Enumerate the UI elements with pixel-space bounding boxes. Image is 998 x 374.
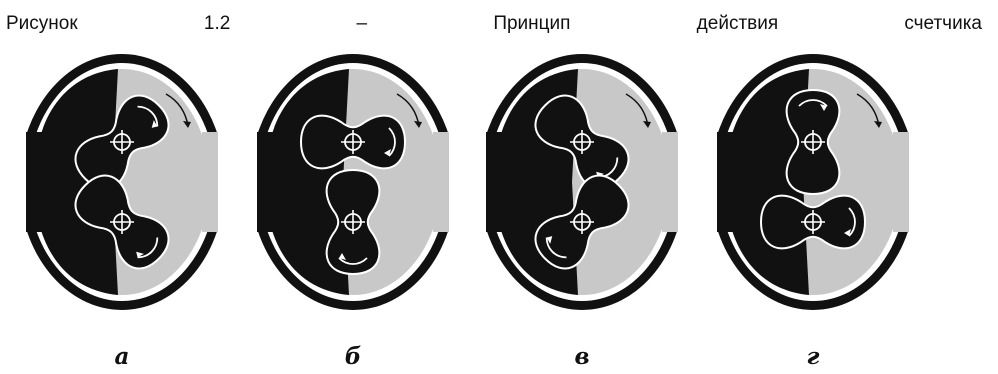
caption-dash: – [356, 13, 368, 34]
figure-label-4: г [807, 343, 820, 370]
chamber-arrow-head [414, 121, 422, 128]
arrow-head [384, 149, 391, 156]
meter-diagram-4 [707, 54, 919, 310]
arrow-head [151, 120, 158, 128]
shaft-icon [570, 130, 594, 154]
shaft-icon [570, 210, 594, 234]
inlet-flange [247, 126, 257, 238]
shaft-icon [801, 130, 825, 154]
figure-caption: Рисунок 1.2 – Принцип действия счетчика [6, 12, 982, 36]
flow-arrow [137, 237, 159, 259]
chamber-arrow-head [183, 121, 191, 128]
flow-arrow [798, 99, 828, 107]
shaft-icon [341, 130, 365, 154]
caption-number: 1.2 [203, 13, 231, 34]
shaft-icon [110, 210, 134, 234]
meter-diagram-1 [16, 54, 228, 310]
flow-arrow [338, 257, 368, 265]
caption-word-meter: счетчика [904, 13, 982, 34]
shaft-icon [801, 210, 825, 234]
figure-label-2: б [345, 343, 362, 370]
inlet-flange [476, 126, 486, 238]
arrow-head [820, 104, 827, 111]
caption-word-principle: Принцип [493, 13, 571, 34]
outlet-flange [678, 126, 688, 238]
chamber-arrow-head [874, 121, 882, 128]
arrow-head [339, 253, 346, 260]
caption-word-action: действия [696, 13, 779, 34]
flow-arrow [545, 237, 567, 259]
arrow-head [136, 251, 144, 258]
chamber-arrow-head [643, 121, 651, 128]
meter-diagram-2 [247, 54, 459, 310]
flow-arrow [137, 105, 159, 127]
shaft-icon [341, 210, 365, 234]
caption-word-figure: Рисунок [6, 13, 78, 34]
meter-diagram-3 [476, 54, 688, 310]
figure-label-3: в [574, 343, 589, 370]
outlet-flange [449, 126, 459, 238]
figure-label-1: а [115, 343, 130, 370]
shaft-icon [110, 130, 134, 154]
inlet-fluid-region [34, 69, 118, 295]
inlet-flange [707, 126, 717, 238]
arrow-head [844, 229, 851, 236]
flow-arrow [848, 207, 856, 237]
outlet-flange [218, 126, 228, 238]
arrow-head [546, 236, 553, 244]
inlet-flange [16, 126, 26, 238]
flow-arrow [388, 127, 396, 157]
outlet-flange [909, 126, 919, 238]
